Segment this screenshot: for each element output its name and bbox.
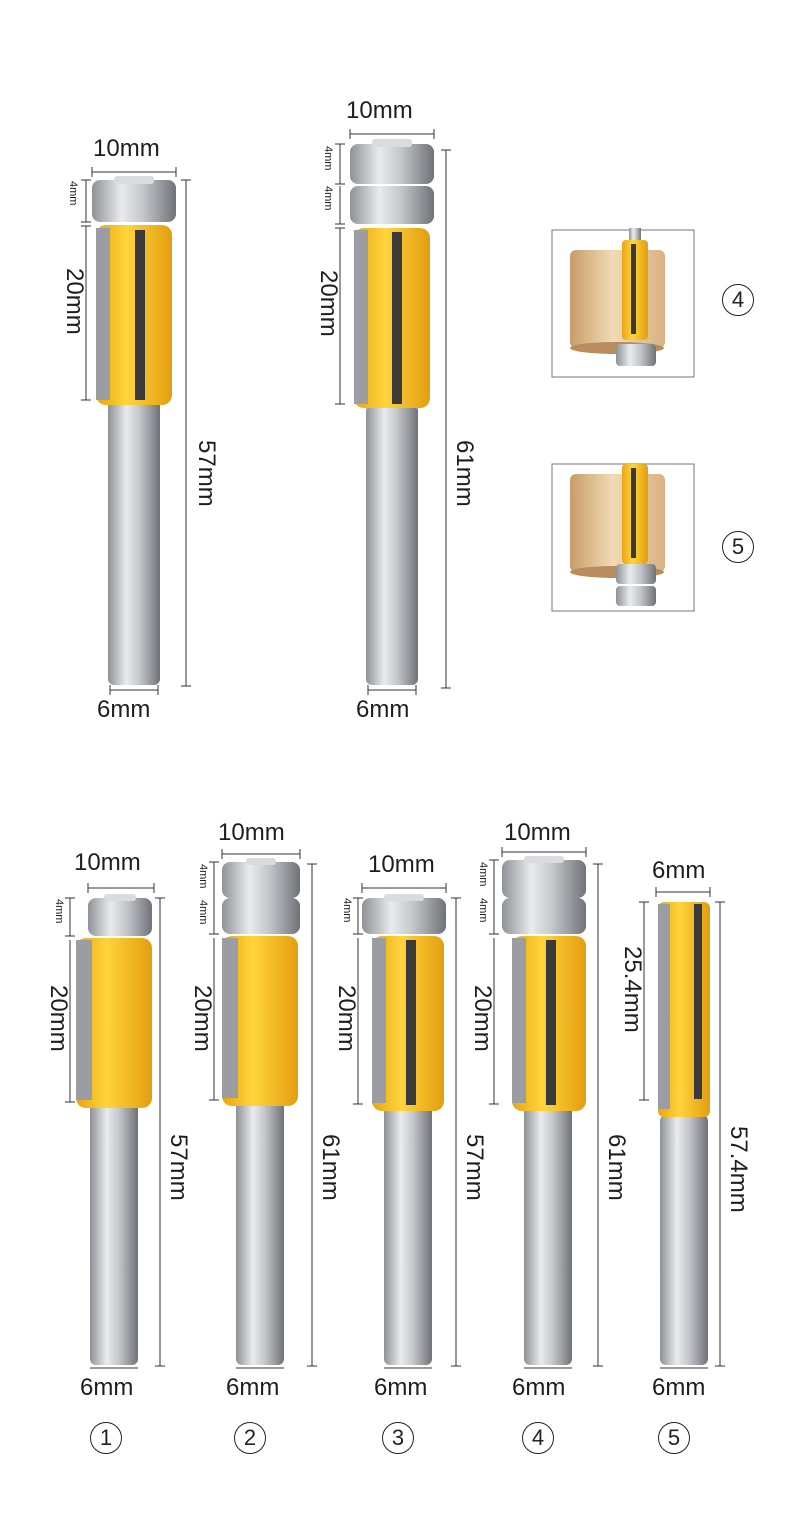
top-b-total-length-label: 61mm xyxy=(451,440,478,507)
bit-1-shank-diameter-label: 6mm xyxy=(80,1374,134,1401)
flute-body xyxy=(96,225,172,405)
bit-number-3: 3 xyxy=(382,1422,414,1454)
dimension-lines-bottom xyxy=(65,847,725,1369)
cutting-edge xyxy=(354,230,368,404)
dimension-lines-top-b xyxy=(335,129,451,695)
bit-number-5: 5 xyxy=(658,1422,690,1454)
example-number-4: 4 xyxy=(722,284,754,316)
bit-3-cutting-length-label: 20mm xyxy=(333,985,360,1052)
bit-2-shank-diameter-label: 6mm xyxy=(226,1374,280,1401)
bit-4-total-length-label: 61mm xyxy=(603,1134,630,1201)
flute-groove xyxy=(392,232,402,404)
bit-2-cutting-length-label: 20mm xyxy=(189,985,216,1052)
bearing xyxy=(92,180,176,222)
bit-4-shank-diameter-label: 6mm xyxy=(512,1374,566,1401)
bit-number-2: 2 xyxy=(234,1422,266,1454)
top-a-cutter-diameter-label: 10mm xyxy=(93,135,160,162)
router-bit-top-single-bearing xyxy=(92,176,176,685)
bit-3-bearing-height-label: 4mm xyxy=(341,898,353,923)
bit-1-cutting-length-label: 20mm xyxy=(45,985,72,1052)
router-bit-2 xyxy=(222,858,300,1365)
router-bit-1 xyxy=(76,894,152,1365)
top-b-cutting-length-label: 20mm xyxy=(315,270,342,337)
router-bit-top-double-bearing xyxy=(350,139,434,685)
bit-number-1: 1 xyxy=(90,1422,122,1454)
bit-5-cutter-diameter-label: 6mm xyxy=(652,857,706,884)
bit-3-total-length-label: 57mm xyxy=(461,1134,488,1201)
flute-groove xyxy=(135,230,145,400)
bit-5-shank-diameter-label: 6mm xyxy=(652,1374,706,1401)
dimension-lines-top-a xyxy=(81,167,191,695)
bit-4-bearing-height-lower-label: 4mm xyxy=(477,898,489,923)
bit-2-bearing-height-lower-label: 4mm xyxy=(197,900,209,925)
usage-example-5 xyxy=(551,463,695,612)
router-bit-4 xyxy=(502,856,586,1365)
bit-4-cutter-diameter-label: 10mm xyxy=(504,819,571,846)
example-number-5: 5 xyxy=(722,531,754,563)
bearing-screw xyxy=(114,176,154,184)
top-a-bearing-height-label: 4mm xyxy=(67,181,79,206)
bit-2-total-length-label: 61mm xyxy=(317,1134,344,1201)
bit-5-cutting-length-label: 25.4mm xyxy=(619,946,646,1033)
bit-5-total-length-label: 57.4mm xyxy=(725,1126,752,1213)
shank xyxy=(108,395,160,685)
bearing-upper xyxy=(350,144,434,184)
bit-2-cutter-diameter-label: 10mm xyxy=(218,819,285,846)
top-a-total-length-label: 57mm xyxy=(193,440,220,507)
bit-1-total-length-label: 57mm xyxy=(165,1134,192,1201)
bearing-screw xyxy=(372,139,412,147)
bit-1-cutter-diameter-label: 10mm xyxy=(74,849,141,876)
bit-1-bearing-height-label: 4mm xyxy=(53,899,65,924)
top-a-cutting-length-label: 20mm xyxy=(61,268,88,335)
cutting-edge xyxy=(96,228,110,400)
bit-3-cutter-diameter-label: 10mm xyxy=(368,851,435,878)
top-a-shank-diameter-label: 6mm xyxy=(97,696,151,723)
bearing-lower xyxy=(350,186,434,224)
top-b-bearing-height-upper-label: 4mm xyxy=(322,146,334,171)
usage-example-4 xyxy=(551,228,695,378)
router-bit-5 xyxy=(658,902,710,1365)
top-b-cutter-diameter-label: 10mm xyxy=(346,97,413,124)
bit-3-shank-diameter-label: 6mm xyxy=(374,1374,428,1401)
top-b-bearing-height-lower-label: 4mm xyxy=(322,186,334,211)
bit-number-4: 4 xyxy=(522,1422,554,1454)
bit-4-bearing-height-upper-label: 4mm xyxy=(477,862,489,887)
bit-2-bearing-height-upper-label: 4mm xyxy=(197,864,209,889)
shank xyxy=(366,405,418,685)
bit-4-cutting-length-label: 20mm xyxy=(469,985,496,1052)
router-bit-3 xyxy=(362,894,446,1365)
top-b-shank-diameter-label: 6mm xyxy=(356,696,410,723)
